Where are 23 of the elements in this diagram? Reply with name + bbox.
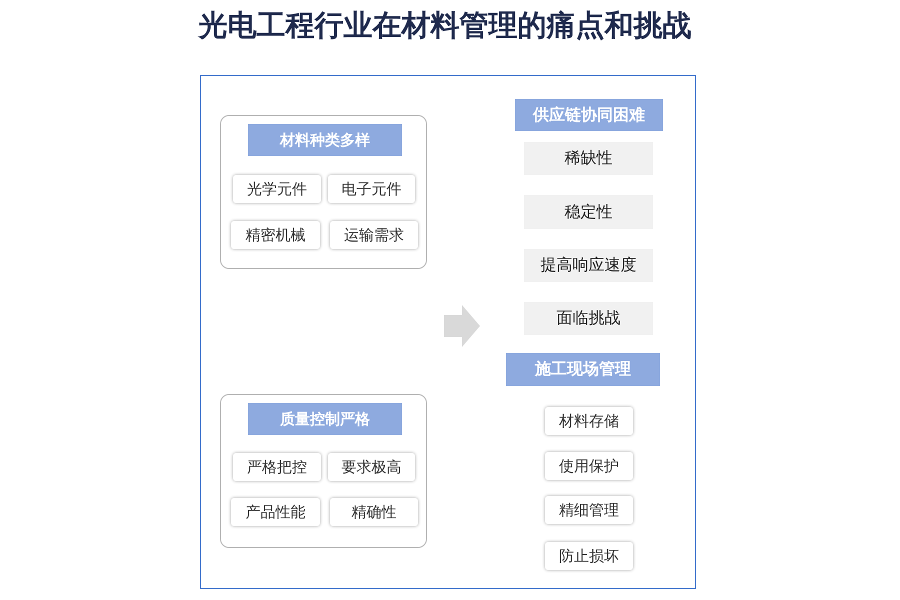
item-box: 运输需求 <box>330 221 418 249</box>
item-box: 光学元件 <box>233 175 321 203</box>
item-box: 材料存储 <box>545 407 633 435</box>
item-box: 面临挑战 <box>524 302 653 335</box>
section-heading: 施工现场管理 <box>506 353 660 386</box>
item-box: 稳定性 <box>524 195 653 229</box>
title: 光电工程行业在材料管理的痛点和挑战 <box>196 9 692 44</box>
group-panel <box>220 115 427 269</box>
group-heading: 质量控制严格 <box>248 403 402 435</box>
section-heading: 供应链协同困难 <box>515 99 663 131</box>
item-box: 防止损坏 <box>545 542 633 570</box>
item-box: 稀缺性 <box>524 142 653 175</box>
item-box: 精密机械 <box>231 221 320 249</box>
group-panel <box>220 394 427 548</box>
item-box: 产品性能 <box>231 498 320 526</box>
item-box: 精细管理 <box>545 496 633 524</box>
item-box: 使用保护 <box>545 452 633 480</box>
item-box: 电子元件 <box>328 175 415 203</box>
group-heading: 材料种类多样 <box>248 124 402 156</box>
item-box: 提高响应速度 <box>524 249 653 282</box>
item-box: 精确性 <box>330 498 418 526</box>
item-box: 严格把控 <box>233 453 321 481</box>
item-box: 要求极高 <box>328 453 415 481</box>
